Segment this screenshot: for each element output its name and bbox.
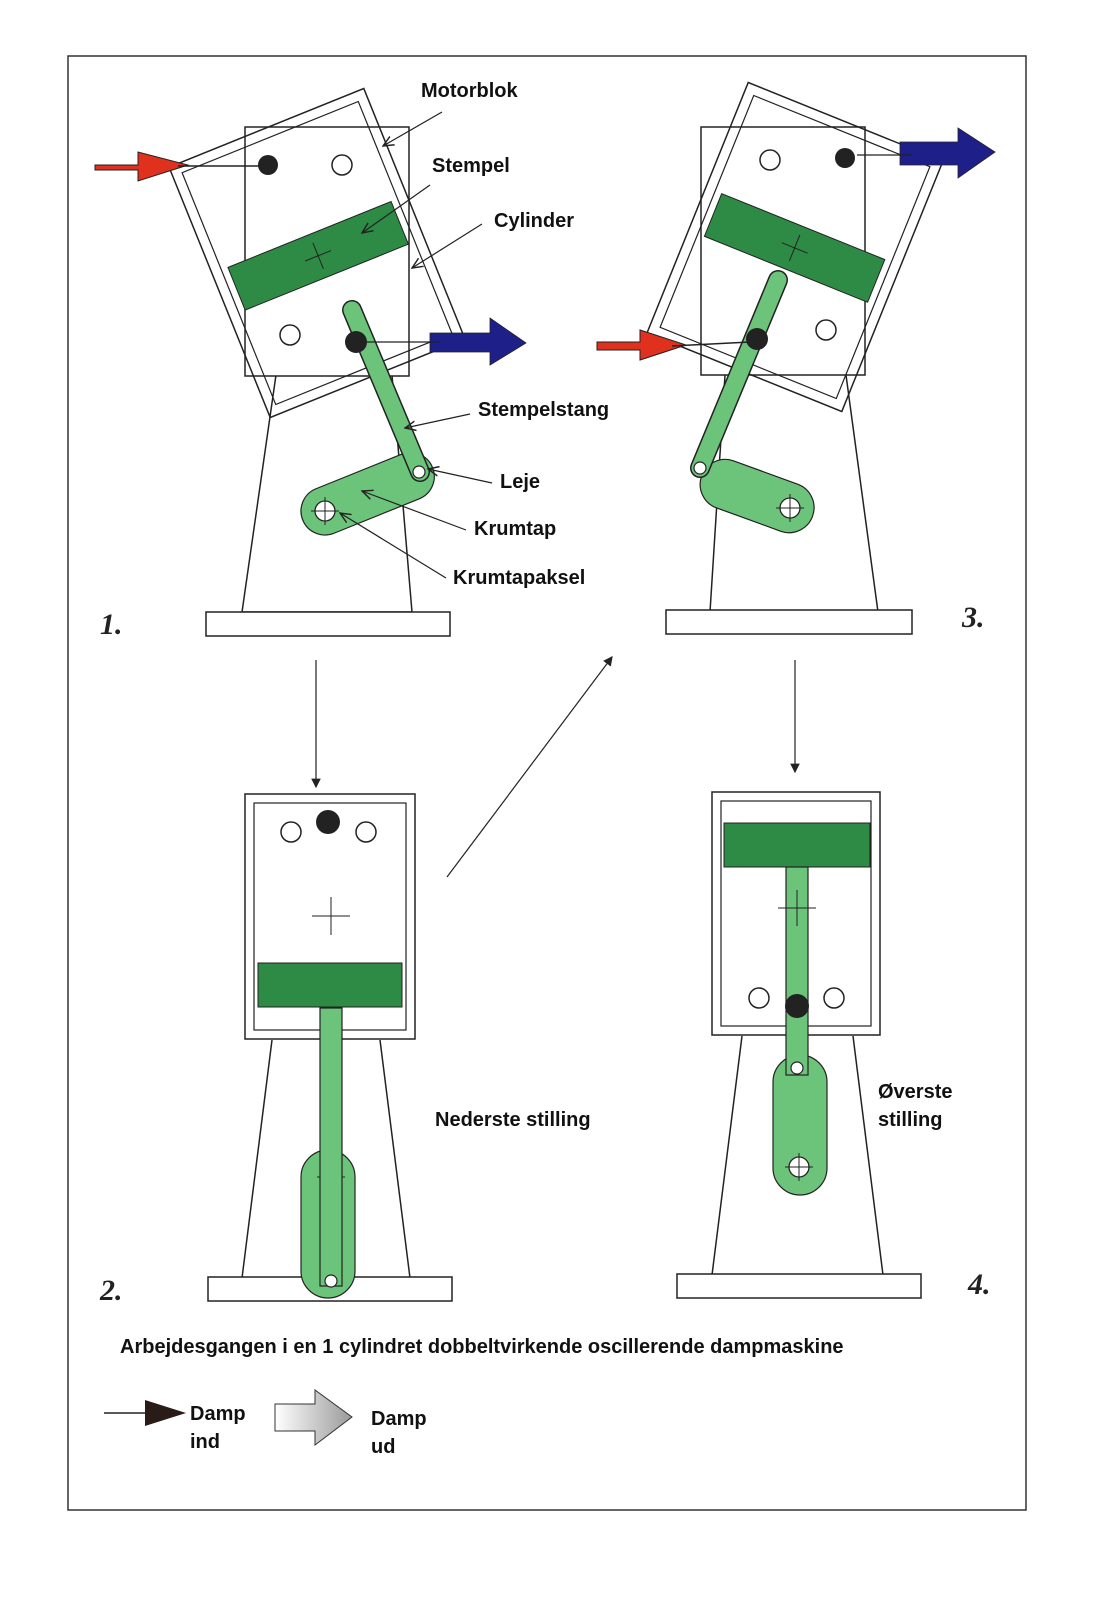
- label-krumtap: Krumtap: [474, 518, 557, 540]
- step-number-2: 2.: [100, 1274, 123, 1307]
- legend-steam-out-arrow: [274, 1389, 353, 1447]
- steam-in-arrow-3: [596, 329, 688, 361]
- port-3b: [835, 148, 855, 168]
- step-number-4: 4.: [968, 1268, 991, 1301]
- legend-in-line1: Damp: [190, 1403, 246, 1425]
- pivot-3: [746, 328, 768, 350]
- step-number-1: 1.: [100, 608, 123, 641]
- steam-out-arrow-3: [899, 127, 996, 179]
- label-cylinder: Cylinder: [494, 210, 575, 232]
- label-overste-line2: stilling: [878, 1109, 943, 1131]
- legend-in-line2: ind: [190, 1431, 220, 1453]
- port-2b: [316, 810, 340, 834]
- bearing-2: [324, 1274, 338, 1288]
- label-nederste-stilling: Nederste stilling: [435, 1109, 591, 1131]
- legend-out-line1: Damp: [371, 1408, 427, 1430]
- label-stempelstang: Stempelstang: [478, 399, 610, 421]
- legend-steam-in-arrow: [145, 1400, 186, 1426]
- piston-rod-2: [319, 1007, 343, 1287]
- port-1b: [331, 154, 353, 176]
- label-leje: Leje: [500, 471, 541, 493]
- piston-4: [723, 822, 871, 868]
- steam-out-arrow-1: [429, 317, 527, 366]
- port-3c: [815, 319, 837, 341]
- port-4b: [785, 994, 809, 1018]
- label-motorblok: Motorblok: [421, 80, 518, 102]
- flow-arrow-2-to-3: [446, 656, 613, 878]
- cylinder-1: [168, 87, 466, 419]
- figure-caption: Arbejdesgangen i en 1 cylindret dobbeltv…: [120, 1336, 844, 1358]
- legend-steam-in-label: Damp ind: [190, 1400, 246, 1456]
- port-3a: [759, 149, 781, 171]
- bearing-4: [790, 1061, 804, 1075]
- legend-steam-out-label: Damp ud: [371, 1405, 427, 1461]
- port-1a: [258, 155, 278, 175]
- panel-2: [207, 793, 453, 1302]
- label-stempel: Stempel: [432, 155, 510, 177]
- piston-2: [257, 962, 403, 1008]
- label-krumtapaksel: Krumtapaksel: [453, 567, 586, 589]
- engine-foot-1: [205, 611, 451, 637]
- engine-foot-3: [665, 609, 913, 635]
- label-overste-line1: Øverste: [878, 1081, 953, 1103]
- legend-out-line2: ud: [371, 1436, 396, 1458]
- legend: [104, 1389, 353, 1447]
- panel-3: [596, 81, 996, 635]
- port-2c: [355, 821, 377, 843]
- panel-1: [94, 87, 527, 637]
- crank-3: [699, 458, 815, 534]
- port-4c: [823, 987, 845, 1009]
- port-2a: [280, 821, 302, 843]
- bearing-1: [412, 465, 426, 479]
- bearing-3: [693, 461, 707, 475]
- engine-foot-4: [676, 1273, 922, 1299]
- port-1c: [279, 324, 301, 346]
- step-number-3: 3.: [962, 601, 985, 634]
- page-frame: [67, 55, 1027, 1511]
- pivot-1: [345, 331, 367, 353]
- port-4a: [748, 987, 770, 1009]
- piston-rod-4: [785, 866, 809, 1076]
- panel-4: [676, 791, 922, 1299]
- steam-in-arrow-1: [94, 151, 190, 182]
